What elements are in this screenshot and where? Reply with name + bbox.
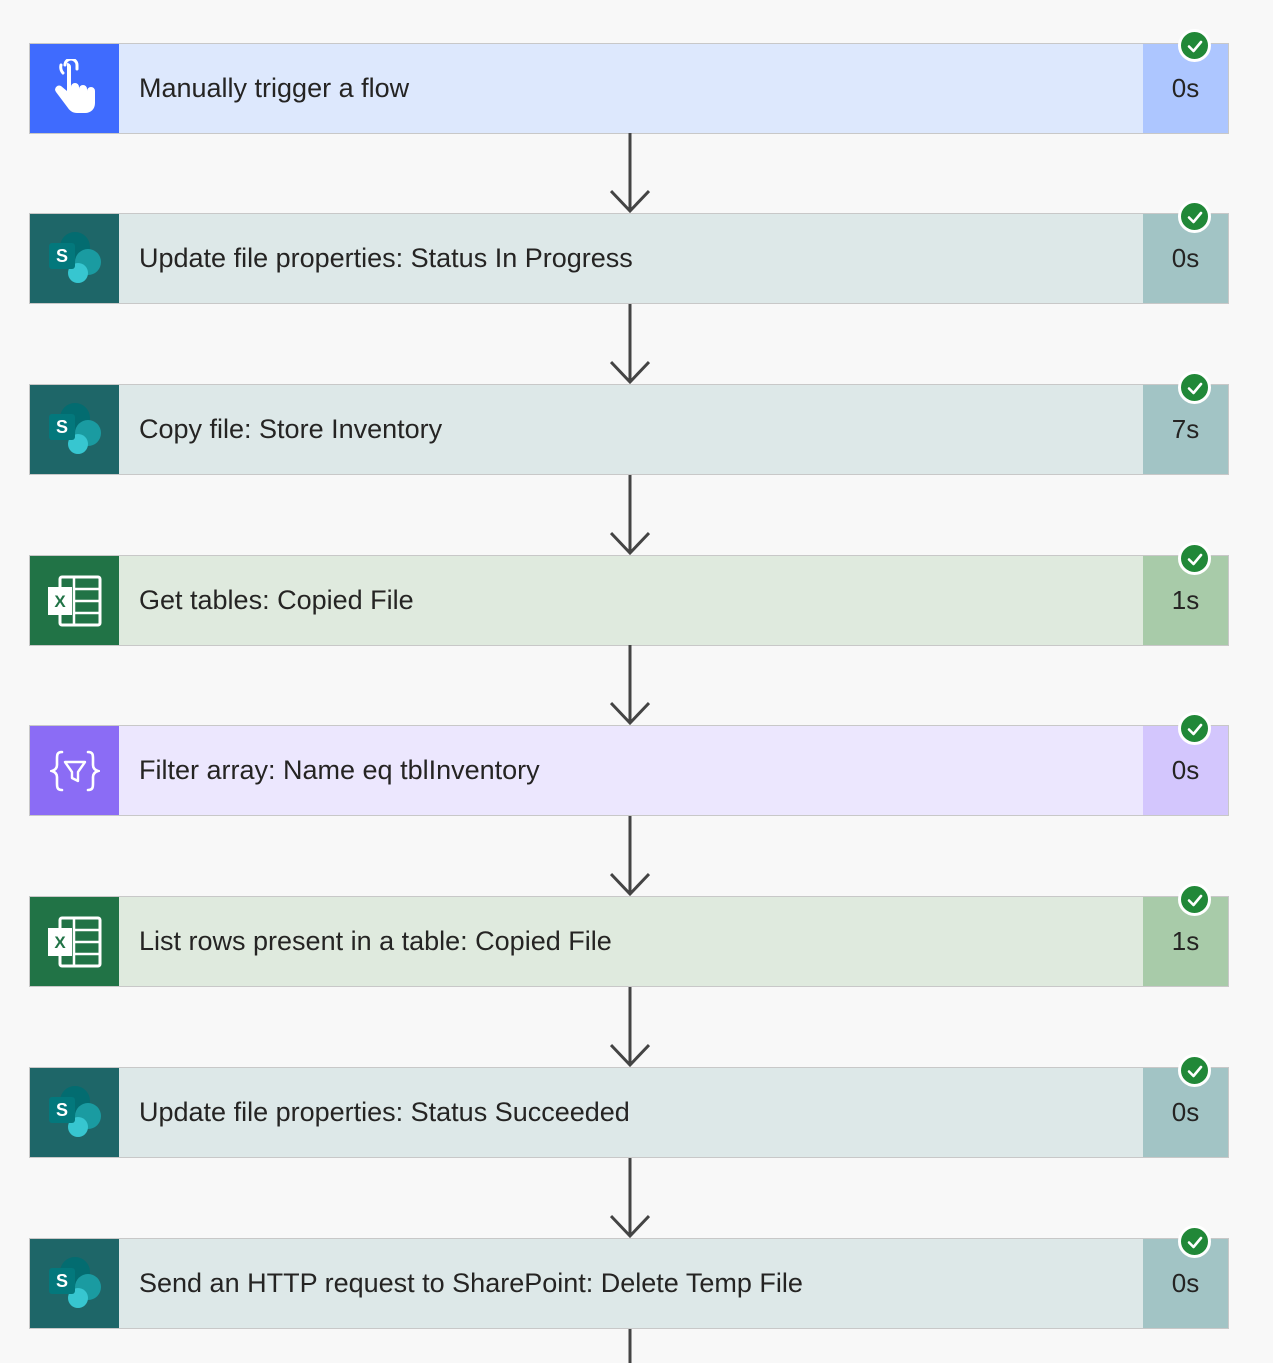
connector-arrow-icon [610,475,650,556]
step-update-file-succeeded[interactable]: S Update file properties: Status Succeed… [29,1067,1229,1158]
success-check-icon [1178,29,1211,62]
svg-text:S: S [55,246,67,266]
step-send-http-request[interactable]: S Send an HTTP request to SharePoint: De… [29,1238,1229,1329]
success-check-icon [1178,1054,1211,1087]
step-copy-file[interactable]: S Copy file: Store Inventory 7s [29,384,1229,475]
connector-arrow-icon [610,133,650,214]
svg-text:X: X [54,933,66,952]
step-label: Copy file: Store Inventory [139,414,443,444]
step-label: Send an HTTP request to SharePoint: Dele… [139,1268,803,1298]
step-manual-trigger[interactable]: Manually trigger a flow 0s [29,43,1229,134]
connector-arrow-icon [610,1158,650,1239]
success-check-icon [1178,712,1211,745]
svg-text:S: S [55,1271,67,1291]
filter-array-icon [30,726,119,815]
sharepoint-icon: S [30,214,119,303]
step-get-tables[interactable]: X Get tables: Copied File 1s [29,555,1229,646]
touch-trigger-icon [30,44,119,133]
excel-icon: X [30,897,119,986]
svg-text:S: S [55,1100,67,1120]
success-check-icon [1178,200,1211,233]
step-label: Update file properties: Status In Progre… [139,243,633,273]
step-list-rows[interactable]: X List rows present in a table: Copied F… [29,896,1229,987]
connector-arrow-icon [610,304,650,385]
sharepoint-icon: S [30,1239,119,1328]
svg-text:X: X [54,592,66,611]
step-filter-array[interactable]: Filter array: Name eq tblInventory 0s [29,725,1229,816]
step-label: List rows present in a table: Copied Fil… [139,926,612,956]
connector-arrow-icon [610,816,650,897]
step-label: Filter array: Name eq tblInventory [139,755,540,785]
excel-icon: X [30,556,119,645]
success-check-icon [1178,1225,1211,1258]
success-check-icon [1178,371,1211,404]
svg-text:S: S [55,417,67,437]
connector-arrow-icon [610,645,650,726]
step-label: Manually trigger a flow [139,73,410,103]
step-update-file-in-progress[interactable]: S Update file properties: Status In Prog… [29,213,1229,304]
connector-line [628,1329,632,1363]
success-check-icon [1178,542,1211,575]
step-label: Get tables: Copied File [139,585,414,615]
success-check-icon [1178,883,1211,916]
step-label: Update file properties: Status Succeeded [139,1097,630,1127]
sharepoint-icon: S [30,1068,119,1157]
connector-arrow-icon [610,987,650,1068]
sharepoint-icon: S [30,385,119,474]
